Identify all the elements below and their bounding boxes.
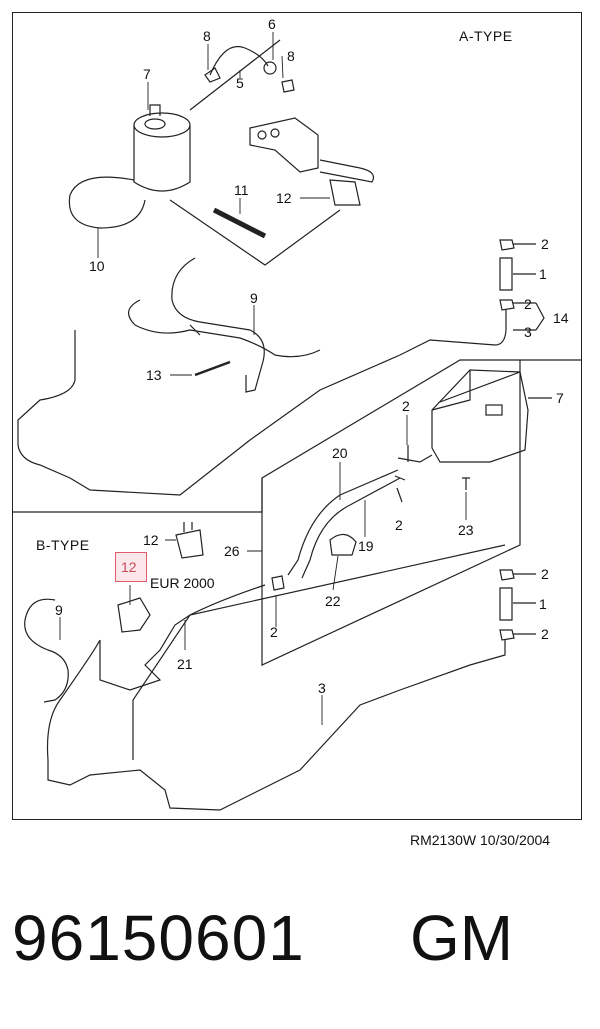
callout-2-b2[interactable]: 2 — [541, 626, 549, 642]
outline-b — [132, 544, 506, 760]
callout-2-c2[interactable]: 2 — [395, 517, 403, 533]
highlighted-part-label: 12 — [121, 559, 137, 575]
canister-c — [431, 369, 552, 463]
callout-3-a[interactable]: 3 — [524, 324, 532, 340]
callout-2-a2[interactable]: 2 — [524, 296, 532, 312]
callout-12-a[interactable]: 12 — [276, 190, 292, 206]
leader-lines — [59, 32, 527, 725]
callout-9-b[interactable]: 9 — [55, 602, 63, 618]
clip-22 — [329, 533, 357, 556]
diagram-reference: RM2130W 10/30/2004 — [410, 832, 551, 848]
callout-9-a[interactable]: 9 — [250, 290, 258, 306]
brand-name: GM — [410, 902, 514, 974]
callout-20[interactable]: 20 — [332, 445, 348, 461]
detail-box — [261, 360, 521, 666]
section-a-title: A-TYPE — [459, 28, 513, 44]
callout-23[interactable]: 23 — [458, 522, 474, 538]
bolt-13 — [194, 360, 231, 377]
hose-19 — [301, 477, 401, 579]
valve-b12 — [117, 522, 204, 633]
callout-22[interactable]: 22 — [325, 593, 341, 609]
callout-10[interactable]: 10 — [89, 258, 105, 274]
main-line-b — [46, 584, 506, 811]
fittings-b — [499, 569, 536, 641]
callout-8b[interactable]: 8 — [287, 48, 295, 64]
hose-5 — [209, 46, 269, 76]
hose-20 — [287, 469, 399, 576]
highlighted-part-callout[interactable]: 12 — [115, 552, 147, 582]
callout-1-b[interactable]: 1 — [539, 596, 547, 612]
bracket-a — [249, 117, 375, 206]
callout-12-b[interactable]: 12 — [143, 532, 159, 548]
callout-21[interactable]: 21 — [177, 656, 193, 672]
callout-2-b1[interactable]: 2 — [541, 566, 549, 582]
callout-7-c[interactable]: 7 — [556, 390, 564, 406]
callout-2-c3[interactable]: 2 — [270, 624, 278, 640]
callout-7-a[interactable]: 7 — [143, 66, 151, 82]
line-9a — [128, 299, 321, 358]
callout-6[interactable]: 6 — [268, 16, 276, 32]
part-number: 96150601 — [12, 902, 305, 974]
line-10 — [68, 176, 146, 229]
callout-8[interactable]: 8 — [203, 28, 211, 44]
callout-13[interactable]: 13 — [146, 367, 162, 383]
tube-11 — [212, 207, 267, 239]
diagram-frame — [12, 12, 582, 820]
callout-5[interactable]: 5 — [236, 75, 244, 91]
canister-a — [133, 104, 191, 192]
line-9b — [24, 598, 69, 703]
eur-note: EUR 2000 — [150, 575, 215, 591]
outline-a-upper — [169, 39, 341, 266]
callout-14[interactable]: 14 — [553, 310, 569, 326]
parts-diagram — [12, 32, 582, 811]
callout-3-b[interactable]: 3 — [318, 680, 326, 696]
callout-19[interactable]: 19 — [358, 538, 374, 554]
callout-1-a[interactable]: 1 — [539, 266, 547, 282]
section-divider-a — [12, 359, 582, 513]
main-line-a — [17, 310, 507, 496]
callout-2-c1[interactable]: 2 — [402, 398, 410, 414]
callout-2-a1[interactable]: 2 — [541, 236, 549, 252]
callout-11[interactable]: 11 — [234, 182, 249, 198]
callout-26[interactable]: 26 — [224, 543, 240, 559]
section-b-title: B-TYPE — [36, 537, 90, 553]
